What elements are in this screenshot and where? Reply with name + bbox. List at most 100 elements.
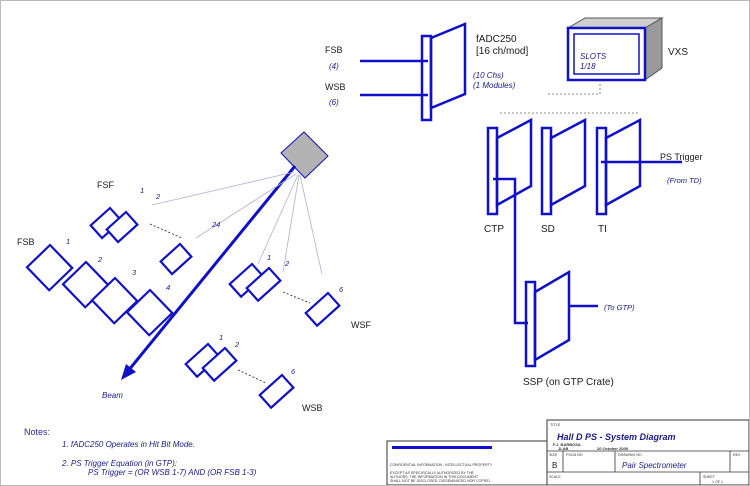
wsf-paddle-2 xyxy=(245,266,282,303)
fadc-front-panel xyxy=(420,34,433,122)
vxs-crate: SLOTS 1/18 VXS xyxy=(500,17,688,114)
dwg-caption: DRAWING NO xyxy=(618,453,642,457)
notes-heading: Notes: xyxy=(24,427,50,437)
ctp-front-panel xyxy=(486,126,499,216)
target-converter xyxy=(280,131,329,179)
vxs-connector xyxy=(548,80,601,95)
beam-arrow-head xyxy=(121,364,136,380)
fsb-num-2: 2 xyxy=(97,255,103,264)
except-line-2: AUTHORS, THE INFORMATION IN THIS DOCUMEN… xyxy=(390,475,479,479)
date: 20 October 2009 xyxy=(596,446,629,451)
wsf-group: 1 2 6 WSF xyxy=(228,253,371,330)
vxs-label: VXS xyxy=(668,47,688,58)
except-line-1: EXCEPT AS SPECIFICALLY AUTHORIZED BY THE xyxy=(390,471,475,475)
fsb-num-3: 3 xyxy=(132,268,137,277)
beam-label: Beam xyxy=(102,391,123,400)
rev-caption: REV xyxy=(733,453,741,457)
notes-item-2: 2. PS Trigger Equation (in GTP): xyxy=(61,459,177,468)
fadc-fsb-label: FSB xyxy=(325,45,343,55)
title-frame xyxy=(546,419,750,486)
fadc250-module: fADC250 [16 ch/mod] (10 Chs) (1 Modules)… xyxy=(325,22,528,122)
wsb-paddle-6 xyxy=(258,373,295,410)
title-block: CONFIDENTIAL INFORMATION - INTELLECTUAL … xyxy=(386,419,750,486)
ctp-board xyxy=(495,117,533,208)
size-value: B xyxy=(552,461,557,470)
fadc-modules: (1 Modules) xyxy=(473,81,516,90)
organization: JLAB xyxy=(558,446,569,451)
wsb-paddle-2 xyxy=(201,346,238,383)
fscm-caption: FSCM NO xyxy=(566,453,583,457)
wsb-num-1: 1 xyxy=(219,333,223,342)
ti-module: TI xyxy=(595,117,642,235)
fsf-dotted-gap xyxy=(149,223,183,239)
ti-board xyxy=(604,117,642,208)
vxs-inner-frame xyxy=(573,33,640,75)
wsf-dotted-gap xyxy=(282,291,311,304)
to-gtp-label: (To GTP) xyxy=(604,303,635,312)
sd-label: SD xyxy=(541,224,555,235)
fsf-num-24: 24 xyxy=(211,220,220,229)
wsf-num-2: 2 xyxy=(284,259,290,268)
drawing-title: Hall D PS - System Diagram xyxy=(557,432,676,442)
notes-item-2b: PS Trigger = (OR WSB 1-7) AND (OR FSB 1-… xyxy=(88,468,257,477)
fan-line xyxy=(282,174,300,273)
wsf-num-6: 6 xyxy=(339,285,344,294)
sd-front-panel xyxy=(540,126,553,216)
fadc-wsb-label: WSB xyxy=(325,82,346,92)
title-caption: TITLE xyxy=(550,423,561,427)
fadc-title-line1: fADC250 xyxy=(476,34,517,45)
notes-section: Notes: 1. fADC250 Operates in Hit Bit Mo… xyxy=(24,427,257,477)
sd-board xyxy=(549,117,587,208)
confidential-text: CONFIDENTIAL INFORMATION - INTELLECTUAL … xyxy=(390,463,493,467)
fsf-label: FSF xyxy=(97,180,115,190)
author: F.J. BARBOSA xyxy=(553,442,581,447)
fsb-counter-4 xyxy=(125,288,174,337)
fsb-counter-1 xyxy=(25,243,74,292)
ti-label: TI xyxy=(598,224,607,235)
vxs-slots-line1: SLOTS xyxy=(580,52,607,61)
except-line-3: SHALL NOT BE DISCLOSED, DISSEMINATED NOR… xyxy=(390,479,491,483)
fsf-paddle-24 xyxy=(159,242,193,276)
ctp-module: CTP xyxy=(484,117,533,235)
scale-caption: SCALE xyxy=(549,475,561,479)
fsf-num-2: 2 xyxy=(155,192,161,201)
fadc-board xyxy=(429,22,467,110)
fadc-chs: (10 Chs) xyxy=(473,71,504,80)
fsb-label: FSB xyxy=(17,237,35,247)
notes-item-1: 1. fADC250 Operates in Hit Bit Mode. xyxy=(62,440,195,449)
wsf-label: WSF xyxy=(351,320,371,330)
vxs-side-shade xyxy=(644,17,663,81)
wsb-group: 1 2 6 WSB xyxy=(184,333,323,413)
confidential-bar xyxy=(392,446,492,449)
ti-front-panel xyxy=(595,126,608,216)
ssp-board xyxy=(533,269,571,363)
ssp-label: SSP (on GTP Crate) xyxy=(523,377,614,388)
fadc-fsb-count: (4) xyxy=(329,62,339,71)
wsb-label: WSB xyxy=(302,403,323,413)
fadc-wsb-count: (6) xyxy=(329,98,339,107)
fan-line xyxy=(151,171,295,206)
fan-line xyxy=(299,174,323,275)
ctp-ssp-link xyxy=(493,177,528,325)
fsf-group: FSF 1 2 24 xyxy=(89,180,220,276)
fan-line xyxy=(195,173,297,239)
size-caption: SIZE xyxy=(549,453,558,457)
fadc-title-line2: [16 ch/mod] xyxy=(476,46,528,57)
ps-trigger-label: PS Trigger xyxy=(660,152,703,162)
fsb-num-1: 1 xyxy=(66,237,70,246)
ssp-module: (To GTP) SSP (on GTP Crate) xyxy=(523,269,635,388)
wsb-dotted-gap xyxy=(237,369,267,384)
wsf-paddle-6 xyxy=(304,291,341,328)
wsb-num-6: 6 xyxy=(291,367,296,376)
ctp-label: CTP xyxy=(484,224,504,235)
wsb-num-2: 2 xyxy=(234,340,240,349)
beam-line xyxy=(126,165,297,372)
fsb-group: FSB 1 2 3 4 xyxy=(17,237,174,337)
sd-module: SD xyxy=(540,117,587,235)
sheet-caption: SHEET xyxy=(703,475,716,479)
sheet-value: 1 OF 1 xyxy=(712,480,723,484)
drawing-name: Pair Spectrometer xyxy=(622,461,687,470)
target-box: Beam xyxy=(102,131,329,400)
vxs-slots-line2: 1/18 xyxy=(580,62,596,71)
